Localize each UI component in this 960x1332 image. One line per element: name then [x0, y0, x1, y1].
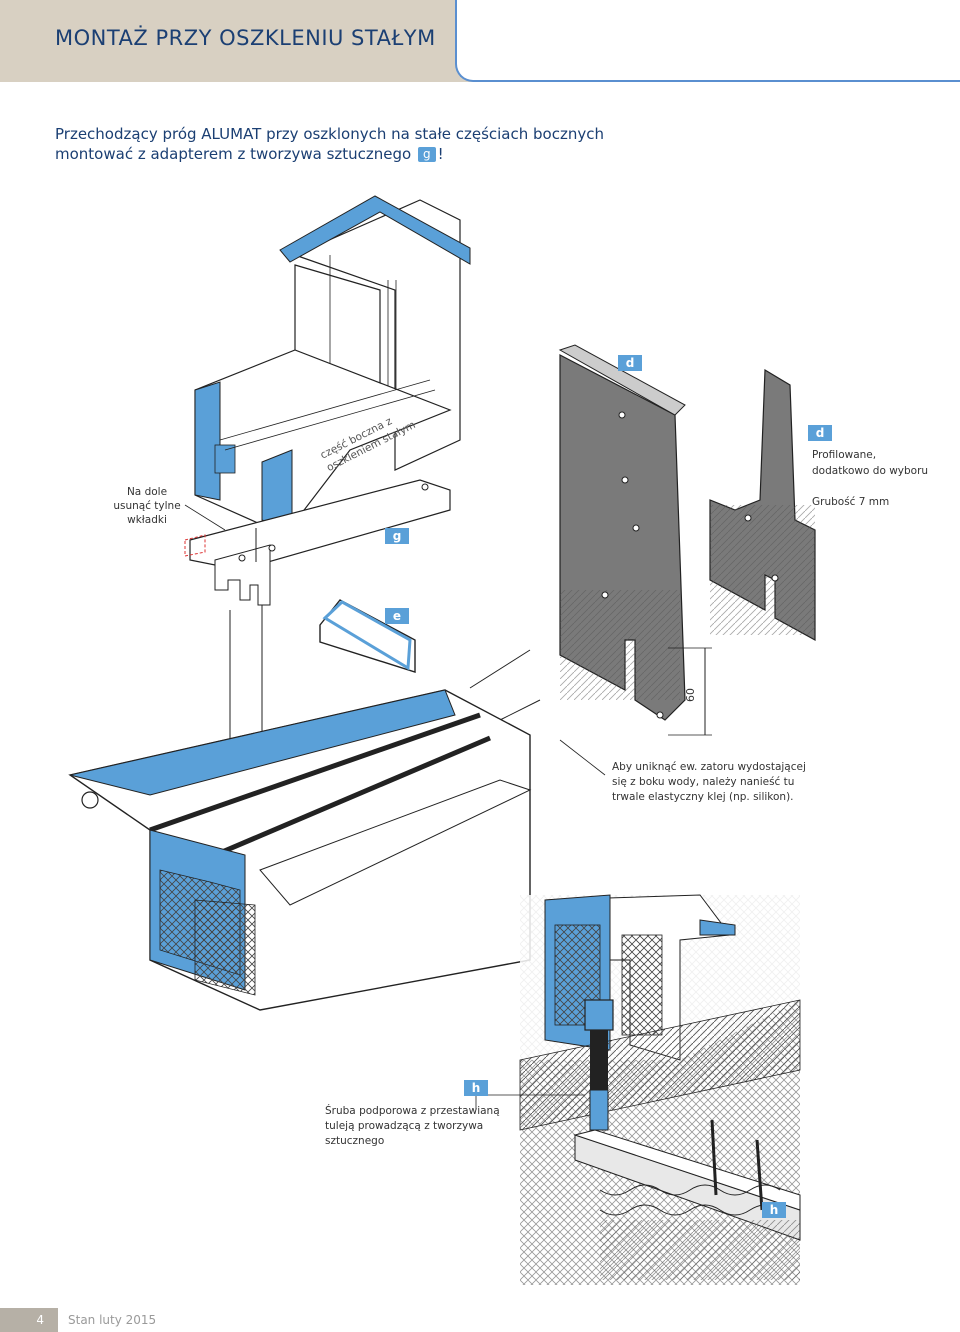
- intro-line-2: montować z adapterem z tworzywa sztuczne…: [55, 144, 615, 164]
- label-avoid-water: Aby uniknąć ew. zatoru wydostającej się …: [612, 761, 806, 803]
- label-thickness: Grubość 7 mm: [812, 496, 890, 508]
- label-remove-inserts: Na dole usunąć tylne wkładki: [113, 486, 181, 526]
- label-profiled: Profilowane, dodatkowo do wyboru: [812, 449, 929, 477]
- intro-text: Przechodzący próg ALUMAT przy oszklonych…: [55, 124, 615, 164]
- intro-line-2-text: montować z adapterem z tworzywa sztuczne…: [55, 145, 412, 163]
- footer-edition: Stan luty 2015: [68, 1313, 157, 1327]
- intro-badge-g: g: [417, 147, 436, 162]
- header-tab-decoration: [455, 0, 960, 82]
- dimension-60: [668, 647, 712, 736]
- marker-e: e: [385, 608, 409, 624]
- leader-remove-inserts: [184, 504, 226, 531]
- marker-d-right: d: [808, 425, 832, 441]
- label-dimension-60: 60: [684, 688, 697, 702]
- page-number: 4: [0, 1308, 58, 1332]
- intro-line-1: Przechodzący próg ALUMAT przy oszklonych…: [55, 125, 604, 143]
- leader-water: [559, 739, 606, 776]
- arrow-bottom: [499, 699, 541, 721]
- end-cap: [319, 599, 416, 673]
- marker-h-top: h: [464, 1080, 488, 1096]
- seal-plate-large: [558, 344, 686, 721]
- page-title: MONTAŻ PRZY OSZKLENIU STAŁYM: [55, 26, 436, 50]
- arrow-top: [469, 649, 531, 689]
- installation-detail: [519, 894, 801, 1285]
- marker-d-top: d: [618, 355, 642, 371]
- sill-profile: [194, 349, 452, 536]
- intro-exclamation: !: [437, 145, 444, 163]
- seal-plate-profiled: [709, 368, 816, 642]
- label-screw: Śruba podporowa z przestawianą tuleją pr…: [325, 1105, 500, 1147]
- threshold-profile: [68, 689, 532, 1011]
- marker-g: g: [385, 528, 409, 544]
- marker-h-bottom: h: [762, 1202, 786, 1218]
